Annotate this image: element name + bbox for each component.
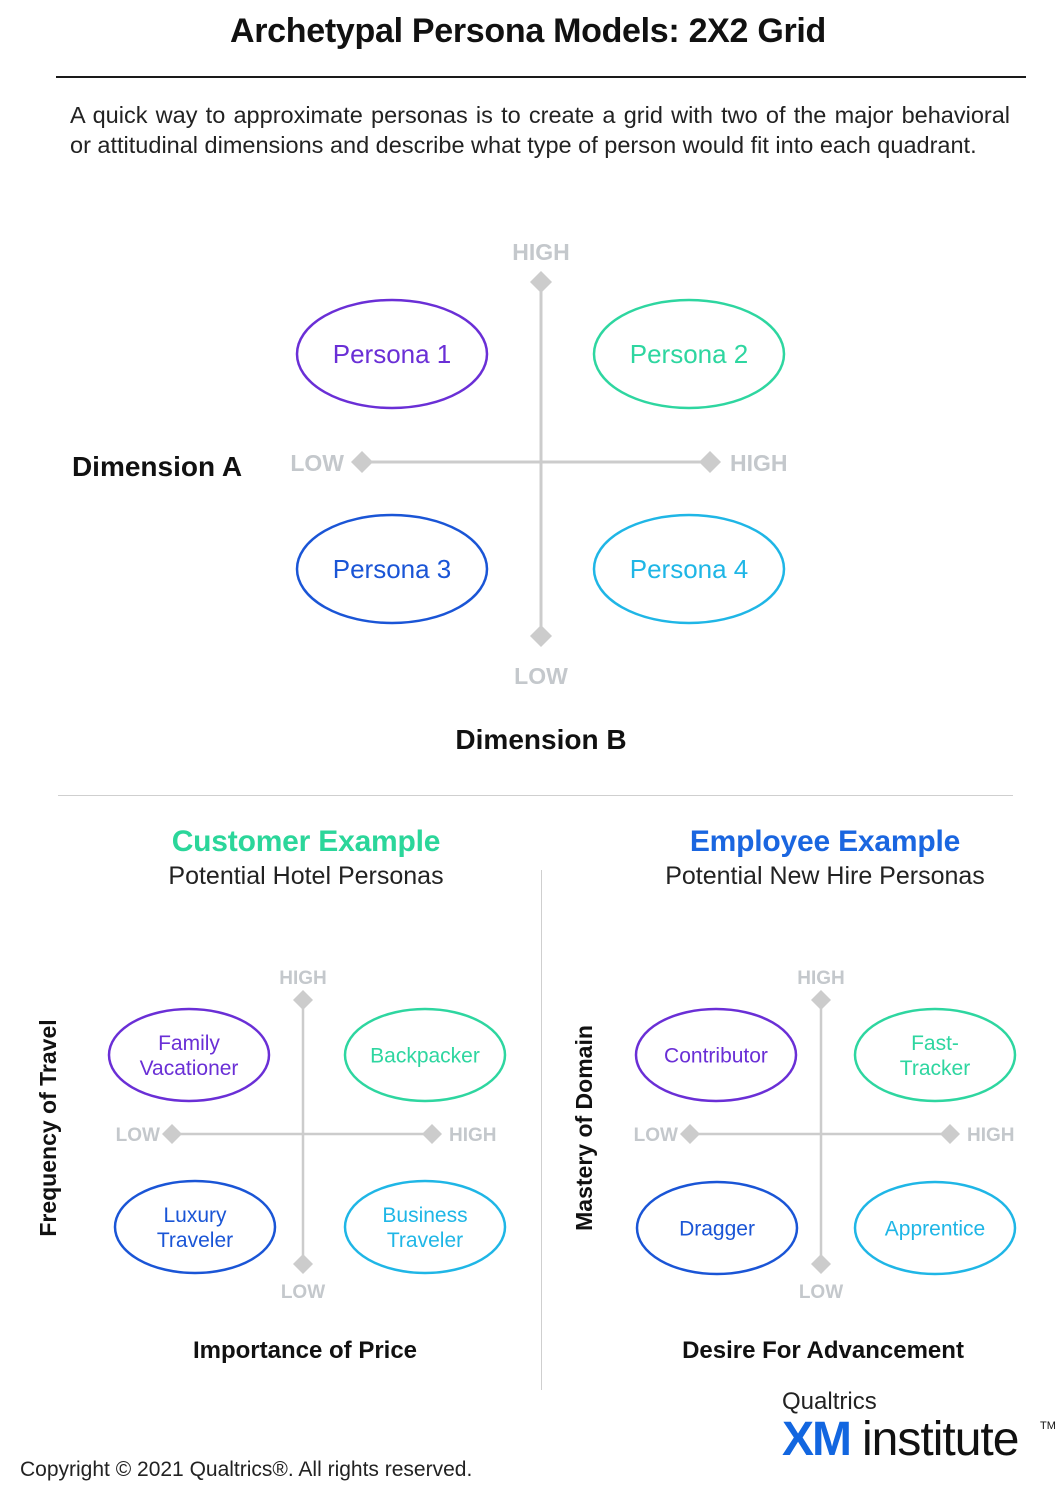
employee-persona-2-ellipse xyxy=(853,1007,1017,1103)
customer-persona-2-label: Backpacker xyxy=(370,1044,480,1067)
customer-persona-4-ellipse xyxy=(343,1179,507,1275)
main-persona-1-ellipse xyxy=(295,298,489,410)
page-title: Archetypal Persona Models: 2X2 Grid xyxy=(229,12,827,50)
customer-persona-grid: FamilyVacationerBackpackerLuxuryTraveler… xyxy=(35,968,507,1364)
employee-persona-4-label: Apprentice xyxy=(885,1217,985,1240)
employee-persona-1-label: Contributor xyxy=(664,1044,768,1067)
employee-left-diamond-icon xyxy=(680,1124,700,1144)
customer-persona-1-label: Family xyxy=(158,1032,220,1055)
employee-y-low-label: LOW xyxy=(799,1282,843,1303)
customer-top-diamond-icon xyxy=(293,990,313,1010)
main-grid-axes xyxy=(351,271,721,647)
main-y-high-label: HIGH xyxy=(512,239,570,265)
employee-persona-1-ellipse xyxy=(634,1007,798,1103)
main-persona-4-label: Persona 4 xyxy=(630,554,749,584)
employee-top-diamond-icon xyxy=(811,990,831,1010)
customer-right-diamond-icon xyxy=(422,1124,442,1144)
employee-y-high-label: HIGH xyxy=(797,968,845,989)
employee-y-axis-label: Mastery of Domain xyxy=(571,1025,597,1231)
main-persona-4-ellipse xyxy=(592,513,786,625)
main-y-low-label: LOW xyxy=(514,663,568,689)
main-y-axis-label: Dimension A xyxy=(72,451,242,482)
employee-bottom-diamond-icon xyxy=(811,1254,831,1274)
employee-x-axis-label: Desire For Advancement xyxy=(682,1337,964,1364)
main-x-axis-label: Dimension B xyxy=(455,724,626,755)
employee-right-diamond-icon xyxy=(940,1124,960,1144)
examples-vertical-divider xyxy=(541,870,542,1390)
customer-persona-2-ellipse xyxy=(343,1007,507,1103)
main-grid-personas: Persona 1 Persona 2 Persona 3 Persona 4 xyxy=(295,298,786,625)
employee-persona-2-label: Fast- xyxy=(911,1032,959,1055)
section-divider xyxy=(58,795,1013,796)
main-persona-2-ellipse xyxy=(592,298,786,410)
customer-y-high-label: HIGH xyxy=(279,968,327,989)
employee-x-low-label: LOW xyxy=(634,1125,678,1146)
main-x-low-label: LOW xyxy=(290,450,344,476)
title-divider xyxy=(56,76,1026,78)
logo-xm-text: XM xyxy=(782,1413,852,1466)
employee-grid-axes xyxy=(680,990,960,1274)
employee-x-high-label: HIGH xyxy=(967,1125,1015,1146)
employee-persona-3-label: Dragger xyxy=(679,1217,755,1240)
customer-y-low-label: LOW xyxy=(281,1282,325,1303)
main-right-diamond-icon xyxy=(699,451,721,473)
main-persona-3-label: Persona 3 xyxy=(333,554,452,584)
customer-persona-1-label: Vacationer xyxy=(140,1057,239,1080)
customer-x-high-label: HIGH xyxy=(449,1125,497,1146)
customer-y-axis-label: Frequency of Travel xyxy=(35,1019,61,1236)
employee-example-subtitle: Potential New Hire Personas xyxy=(665,862,985,890)
logo-trademark: TM xyxy=(1040,1420,1056,1432)
main-persona-grid: Persona 1 Persona 2 Persona 3 Persona 4 HIG… xyxy=(72,239,788,755)
main-persona-2-label: Persona 2 xyxy=(630,339,749,369)
customer-persona-1-ellipse xyxy=(107,1007,271,1103)
main-bottom-diamond-icon xyxy=(530,625,552,647)
logo-institute-text: institute xyxy=(862,1413,1019,1466)
customer-persona-4-label: Traveler xyxy=(387,1229,463,1252)
main-persona-3-ellipse xyxy=(295,513,489,625)
customer-persona-3-ellipse xyxy=(113,1179,277,1275)
customer-left-diamond-icon xyxy=(162,1124,182,1144)
customer-persona-3-label: Traveler xyxy=(157,1229,233,1252)
main-x-high-label: HIGH xyxy=(730,450,788,476)
copyright-text: Copyright © 2021 Qualtrics®. All rights … xyxy=(20,1458,473,1481)
main-persona-1-label: Persona 1 xyxy=(333,339,452,369)
main-top-diamond-icon xyxy=(530,271,552,293)
customer-persona-4-label: Business xyxy=(382,1204,467,1227)
customer-example-subtitle: Potential Hotel Personas xyxy=(168,862,444,890)
employee-example-title: Employee Example xyxy=(689,825,961,858)
employee-persona-2-label: Tracker xyxy=(900,1057,970,1080)
customer-grid-personas: FamilyVacationerBackpackerLuxuryTraveler… xyxy=(107,1007,507,1275)
customer-x-axis-label: Importance of Price xyxy=(193,1337,417,1364)
customer-bottom-diamond-icon xyxy=(293,1254,313,1274)
employee-persona-3-ellipse xyxy=(635,1180,799,1276)
intro-paragraph: A quick way to approximate personas is t… xyxy=(70,102,1010,158)
main-left-diamond-icon xyxy=(351,451,373,473)
logo-qualtrics-text: Qualtrics xyxy=(782,1388,877,1415)
customer-persona-3-label: Luxury xyxy=(163,1204,227,1227)
customer-x-low-label: LOW xyxy=(116,1125,160,1146)
customer-example-title: Customer Example xyxy=(171,825,441,858)
customer-grid-axes xyxy=(162,990,442,1274)
employee-persona-4-ellipse xyxy=(853,1180,1017,1276)
